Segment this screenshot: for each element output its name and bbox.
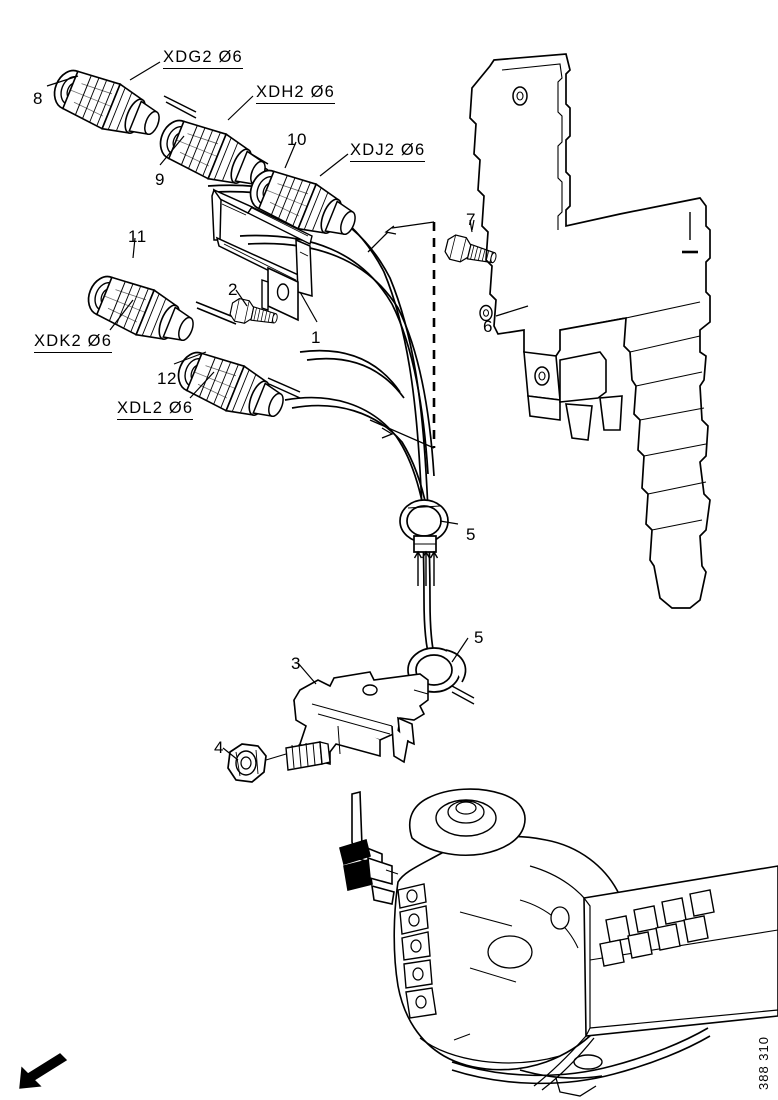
part-4-nut (227, 743, 267, 783)
item-number-3: 3 (291, 654, 301, 673)
machine-cooler-panel (583, 865, 778, 1037)
part-5-hose-clamp-upper (399, 499, 449, 553)
part-1-mounting-plate (211, 188, 313, 322)
bracket-stud (285, 741, 331, 771)
port-label-xdh2: XDH2 Ø6 (256, 84, 336, 104)
port-label-xdj2: XDJ2 Ø6 (350, 142, 426, 162)
item-number-10: 10 (287, 130, 307, 149)
hose-exit-arrows (413, 551, 439, 587)
item-number-6: 6 (483, 317, 493, 336)
item-number-5-lower: 5 (474, 628, 484, 647)
drawing-reference-code: 388 310 (756, 1036, 771, 1090)
item-number-4: 4 (214, 738, 224, 757)
part-6-bracket-panel (469, 53, 711, 609)
item-number-7: 7 (466, 210, 476, 229)
item-number-12: 12 (157, 369, 177, 388)
port-label-xdg2: XDG2 Ø6 (163, 49, 243, 69)
bracket-mount-lug (523, 351, 561, 421)
machine-control-linkage (339, 790, 399, 905)
view-direction-arrow (19, 1053, 68, 1089)
port-label-xdk2: XDK2 Ø6 (34, 333, 113, 353)
part-3-support-bracket (293, 671, 429, 766)
item-number-11: 11 (128, 227, 147, 246)
port-label-xdl2: XDL2 Ø6 (117, 400, 194, 420)
leader-lines (46, 61, 529, 761)
item-number-9: 9 (155, 170, 165, 189)
item-number-5-upper: 5 (466, 525, 476, 544)
bracket-lower-fingers (559, 351, 623, 441)
item-number-1: 1 (311, 328, 321, 347)
part-8-connector-xdg2 (46, 61, 168, 149)
machine-lower-hoses (451, 1027, 711, 1097)
hose-bundle (207, 184, 447, 685)
item-number-2: 2 (228, 280, 238, 299)
item-number-8: 8 (33, 89, 43, 108)
section-dashed-line (367, 221, 436, 449)
